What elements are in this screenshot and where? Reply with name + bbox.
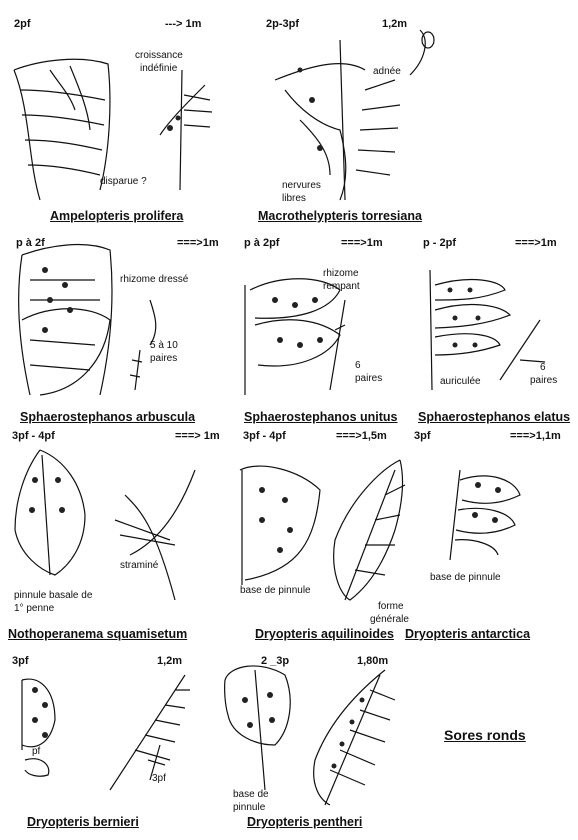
aquilinoides-name: Dryopteris aquilinoides <box>255 627 394 641</box>
elatus-name: Sphaerostephanos elatus <box>418 410 571 424</box>
arbuscula-note-3: paires <box>150 353 178 364</box>
arbuscula-size: p à 2f <box>16 237 45 249</box>
nothoperanema-height: ===> 1m <box>175 430 220 442</box>
unitus-note-3: 6 <box>355 360 361 371</box>
bernieri-name: Dryopteris bernieri <box>27 815 139 829</box>
pentheri-sketch <box>224 665 396 806</box>
unitus-height: ===>1m <box>341 237 383 249</box>
unitus-size: p à 2pf <box>244 237 280 249</box>
pentheri-note-1: base de <box>233 789 269 800</box>
macrothelypteris-note-3: libres <box>282 193 306 204</box>
bernieri-sketch <box>21 674 190 791</box>
nothoperanema-note-1: straminé <box>120 560 159 571</box>
nothoperanema-sketch <box>14 449 196 601</box>
macrothelypteris-size: 2p-3pf <box>266 18 299 30</box>
legend-title: Sores ronds <box>444 727 526 743</box>
ampelopteris-size: 2pf <box>14 18 31 30</box>
bernieri-note-2: 3pf <box>152 773 166 784</box>
arbuscula-height: ===>1m <box>177 237 219 249</box>
nothoperanema-note-2: pinnule basale de <box>14 590 93 601</box>
arbuscula-note-2: 5 à 10 <box>150 340 178 351</box>
antarctica-name: Dryopteris antarctica <box>405 627 531 641</box>
unitus-note-4: paires <box>355 373 383 384</box>
nothoperanema-note-3: 1° penne <box>14 603 55 614</box>
antarctica-height: ===>1,1m <box>510 430 561 442</box>
macrothelypteris-note-2: nervures <box>282 180 321 191</box>
antarctica-note-1: base de pinnule <box>430 572 501 583</box>
aquilinoides-size: 3pf - 4pf <box>243 430 286 442</box>
unitus-sketch <box>244 278 346 395</box>
ampelopteris-name: Ampelopteris prolifera <box>50 209 184 223</box>
aquilinoides-height: ===>1,5m <box>336 430 387 442</box>
aquilinoides-sketch <box>239 459 406 601</box>
elatus-height: ===>1m <box>515 237 557 249</box>
aquilinoides-note-3: générale <box>370 614 409 625</box>
elatus-size: p - 2pf <box>423 237 456 249</box>
ampelopteris-sketch <box>13 58 213 201</box>
pentheri-note-2: pinnule <box>233 802 266 813</box>
macrothelypteris-sketch <box>274 29 435 201</box>
macrothelypteris-name: Macrothelypteris torresiana <box>258 209 422 223</box>
antarctica-sketch <box>449 469 521 561</box>
bernieri-height: 1,2m <box>157 655 183 667</box>
unitus-note-2: rempant <box>323 281 360 292</box>
nothoperanema-name: Nothoperanema squamisetum <box>8 627 188 641</box>
macrothelypteris-height: 1,2m <box>382 18 408 30</box>
ampelopteris-note-2: indéfinie <box>140 63 178 74</box>
aquilinoides-note-2: forme <box>378 601 404 612</box>
pentheri-size: 2 _3p <box>261 655 290 667</box>
unitus-name: Sphaerostephanos unitus <box>244 410 398 424</box>
elatus-note-3: paires <box>530 375 558 386</box>
arbuscula-name: Sphaerostephanos arbuscula <box>20 410 196 424</box>
ampelopteris-note-1: croissance <box>135 50 183 61</box>
aquilinoides-note-1: base de pinnule <box>240 585 311 596</box>
pentheri-height: 1,80m <box>357 655 389 667</box>
bernieri-note-1: pf <box>32 746 41 757</box>
arbuscula-sketch <box>18 243 157 396</box>
unitus-note-1: rhizome <box>323 268 359 279</box>
arbuscula-note-1: rhizome dressé <box>120 274 189 285</box>
elatus-note-2: 6 <box>540 362 546 373</box>
ampelopteris-note-3: disparue ? <box>100 176 147 187</box>
pentheri-name: Dryopteris pentheri <box>247 815 363 829</box>
ampelopteris-height: ---> 1m <box>165 18 202 30</box>
elatus-note-1: auriculée <box>440 376 481 387</box>
bernieri-size: 3pf <box>12 655 29 667</box>
macrothelypteris-note-1: adnée <box>373 66 401 77</box>
nothoperanema-size: 3pf - 4pf <box>12 430 55 442</box>
antarctica-size: 3pf <box>414 430 431 442</box>
elatus-sketch <box>429 269 546 391</box>
